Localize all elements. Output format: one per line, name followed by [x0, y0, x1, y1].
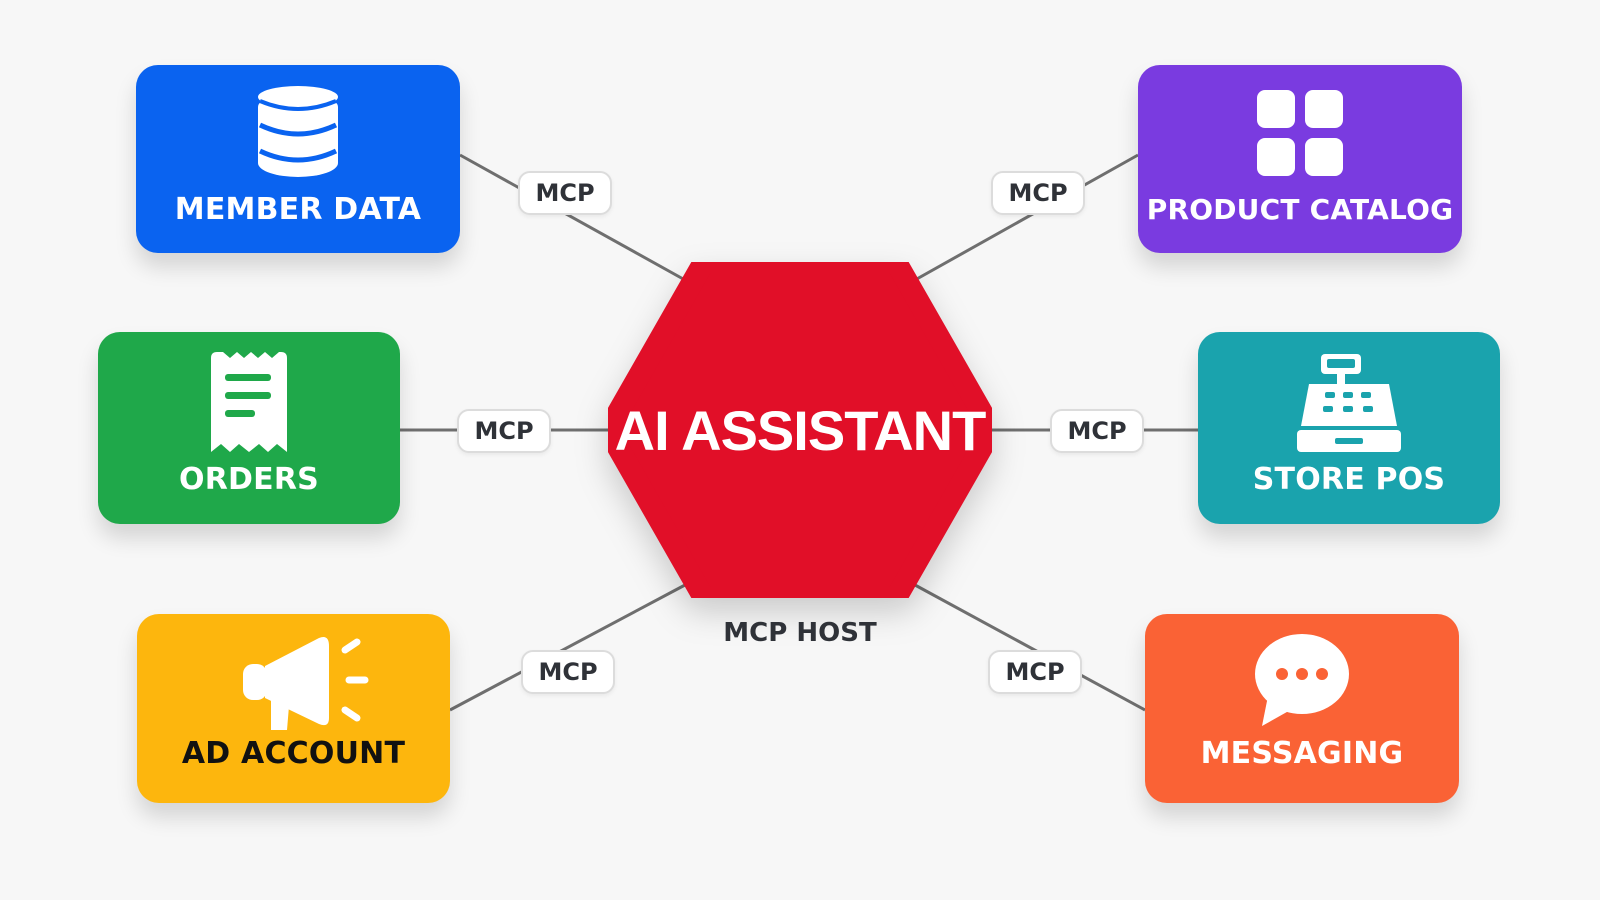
mcp-label-store-pos: MCP — [1050, 409, 1144, 453]
node-label-store-pos: STORE POS — [1252, 462, 1446, 497]
mcp-label-messaging: MCP — [988, 650, 1082, 694]
node-label-ad-account: AD ACCOUNT — [181, 736, 406, 771]
hub-hexagon — [608, 262, 992, 598]
node-label-orders: ORDERS — [179, 462, 319, 497]
hub-title: AI ASSISTANT — [614, 398, 987, 462]
cash-register-icon — [1297, 354, 1401, 452]
node-label-member-data: MEMBER DATA — [174, 192, 422, 227]
node-store-pos: STORE POS — [1198, 332, 1500, 524]
host-caption: MCP HOST — [723, 618, 877, 648]
mcp-label-member-data: MCP — [518, 171, 612, 215]
chat-bubble-icon — [1255, 634, 1349, 726]
database-icon — [258, 86, 338, 177]
node-product-catalog: PRODUCT CATALOG — [1138, 65, 1462, 253]
mcp-label-orders: MCP — [457, 409, 551, 453]
node-label-messaging: MESSAGING — [1200, 736, 1404, 771]
hub-hexagon-shape — [608, 262, 992, 598]
node-member-data: MEMBER DATA — [136, 65, 460, 253]
connector-product-catalog — [914, 153, 1139, 282]
connector-member-data — [459, 153, 686, 282]
node-label-product-catalog: PRODUCT CATALOG — [1146, 193, 1454, 226]
mcp-label-product-catalog: MCP — [991, 171, 1085, 215]
grid-icon — [1257, 90, 1343, 176]
node-orders: ORDERS — [98, 332, 400, 524]
receipt-icon — [211, 352, 287, 452]
connector-messaging — [914, 583, 1146, 712]
connector-ad-account — [449, 583, 686, 712]
megaphone-icon — [242, 637, 368, 730]
node-ad-account: AD ACCOUNT — [137, 614, 450, 803]
mcp-label-ad-account: MCP — [521, 650, 615, 694]
node-messaging: MESSAGING — [1145, 614, 1459, 803]
